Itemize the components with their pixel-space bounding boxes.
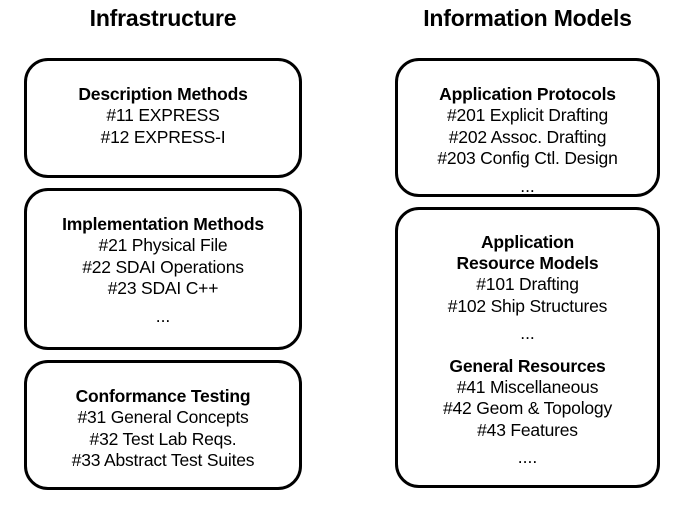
box-content: Application Resource Models #101 Draftin… (398, 210, 657, 469)
column-title-information-models: Information Models (423, 5, 632, 31)
list-item: #42 Geom & Topology (442, 398, 613, 418)
box-heading: Description Methods (78, 84, 248, 104)
box-conformance-testing[interactable]: Conformance Testing #31 General Concepts… (24, 360, 302, 490)
box-heading: Implementation Methods (62, 214, 264, 234)
box-heading: Application Protocols (439, 84, 616, 104)
list-item: #41 Miscellaneous (456, 376, 599, 397)
box-implementation-methods[interactable]: Implementation Methods #21 Physical File… (24, 188, 302, 350)
list-item: #22 SDAI Operations (82, 256, 244, 277)
list-ellipsis: ... (155, 477, 171, 490)
list-item: #23 SDAI C++ (107, 278, 219, 298)
list-ellipsis: ... (155, 305, 171, 326)
list-item: #12 EXPRESS-I (100, 126, 226, 147)
box-content: Implementation Methods #21 Physical File… (27, 191, 299, 327)
box-heading: Conformance Testing (75, 386, 251, 406)
list-ellipsis: .... (517, 447, 538, 467)
subsection-heading: General Resources (449, 355, 606, 376)
list-ellipsis: ... (520, 175, 535, 196)
list-item: #202 Assoc. Drafting (448, 126, 607, 147)
list-item: #201 Explicit Drafting (447, 105, 608, 125)
box-heading: Application (480, 232, 575, 252)
list-item: #11 EXPRESS (106, 105, 220, 125)
list-item: #33 Abstract Test Suites (71, 450, 255, 470)
list-item: #101 Drafting (476, 274, 579, 294)
list-item: #31 General Concepts (77, 407, 249, 427)
list-ellipsis: ... (520, 323, 535, 343)
list-item: #203 Config Ctl. Design (437, 148, 618, 168)
box-application-resource-models-and-general-resources[interactable]: Application Resource Models #101 Draftin… (395, 207, 660, 488)
list-item: #102 Ship Structures (447, 295, 608, 316)
box-content: Application Protocols #201 Explicit Draf… (398, 61, 657, 196)
box-application-protocols[interactable]: Application Protocols #201 Explicit Draf… (395, 58, 660, 197)
box-description-methods[interactable]: Description Methods #11 EXPRESS #12 EXPR… (24, 58, 302, 178)
box-content: Conformance Testing #31 General Concepts… (27, 363, 299, 490)
box-heading: Resource Models (456, 253, 599, 273)
list-item: #43 Features (477, 419, 578, 440)
list-item: #32 Test Lab Reqs. (89, 428, 237, 449)
section-divider-space (398, 345, 657, 355)
box-content: Description Methods #11 EXPRESS #12 EXPR… (27, 61, 299, 148)
column-title-infrastructure: Infrastructure (89, 5, 237, 31)
list-item: #21 Physical File (98, 235, 228, 255)
